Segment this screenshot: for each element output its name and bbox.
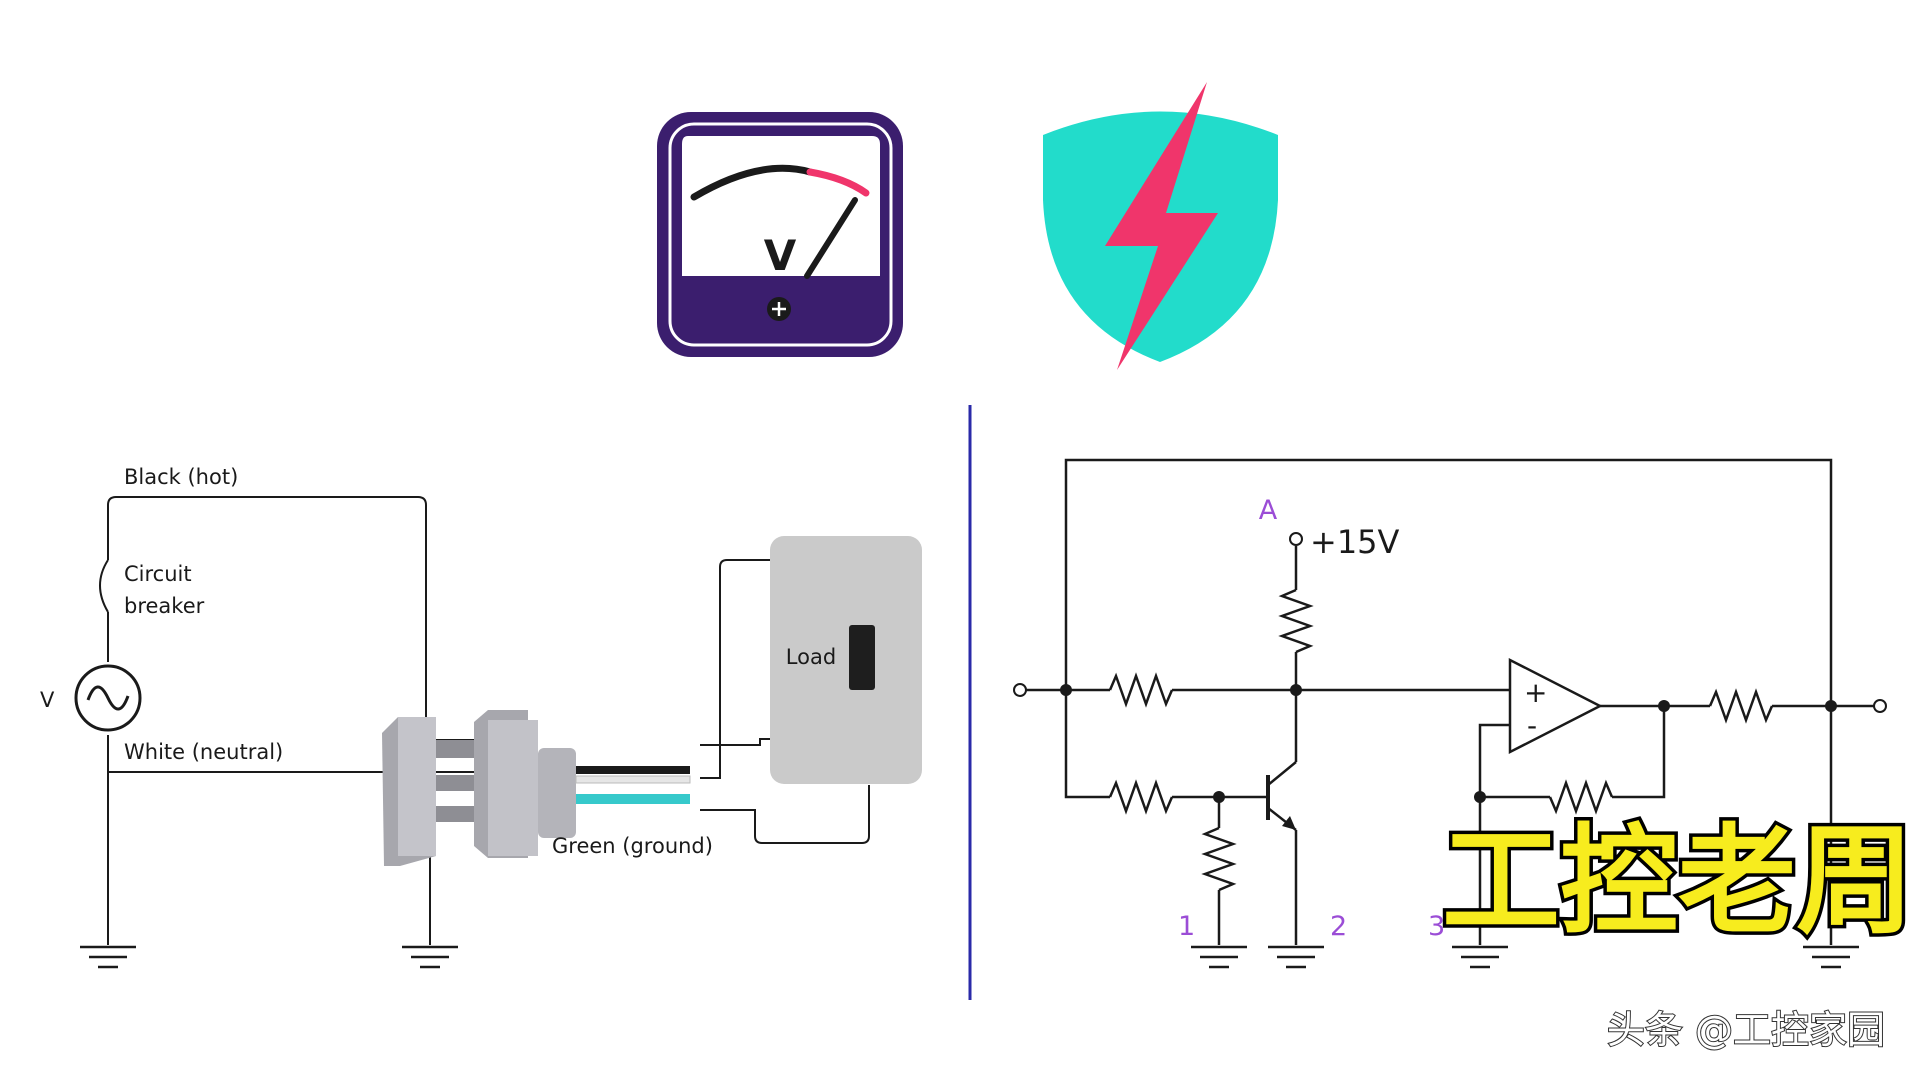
shield-lightning-icon [1043, 82, 1278, 370]
green-ground-label: Green (ground) [552, 834, 713, 858]
circuit-terminals [1013, 532, 1887, 713]
overlay-title: 工控老周 [1442, 812, 1914, 950]
opamp-circuit [1024, 458, 1876, 945]
watermark-text: 头条 @工控家园 [1607, 1008, 1885, 1052]
ground-label-3: 3 [1428, 911, 1445, 942]
supply-voltage-label: +15V [1310, 523, 1400, 561]
voltmeter-letter: V [764, 231, 797, 280]
load-label: Load [786, 645, 836, 669]
ground-symbol-plug [402, 945, 458, 969]
node-a-label: A [1259, 495, 1278, 526]
opamp-plus-label: + [1524, 676, 1547, 709]
plug-connector [382, 710, 691, 866]
ground-label-1: 1 [1178, 911, 1195, 942]
ac-source [74, 664, 142, 732]
circuit-breaker-label-line2: breaker [124, 594, 205, 618]
ground-label-2: 2 [1330, 911, 1347, 942]
source-label: V [40, 688, 55, 712]
ground-symbols-circuit [1191, 945, 1859, 969]
opamp-minus-label: - [1527, 709, 1537, 742]
circuit-nodes [1060, 684, 1837, 803]
circuit-breaker-label-line1: Circuit [124, 562, 192, 586]
transistor-emitter-arrow [1282, 816, 1296, 830]
ground-symbol-source [80, 945, 136, 969]
white-neutral-label: White (neutral) [124, 740, 283, 764]
black-hot-label: Black (hot) [124, 465, 238, 489]
voltmeter-icon: V [657, 112, 903, 357]
load-box: Load [770, 536, 922, 784]
